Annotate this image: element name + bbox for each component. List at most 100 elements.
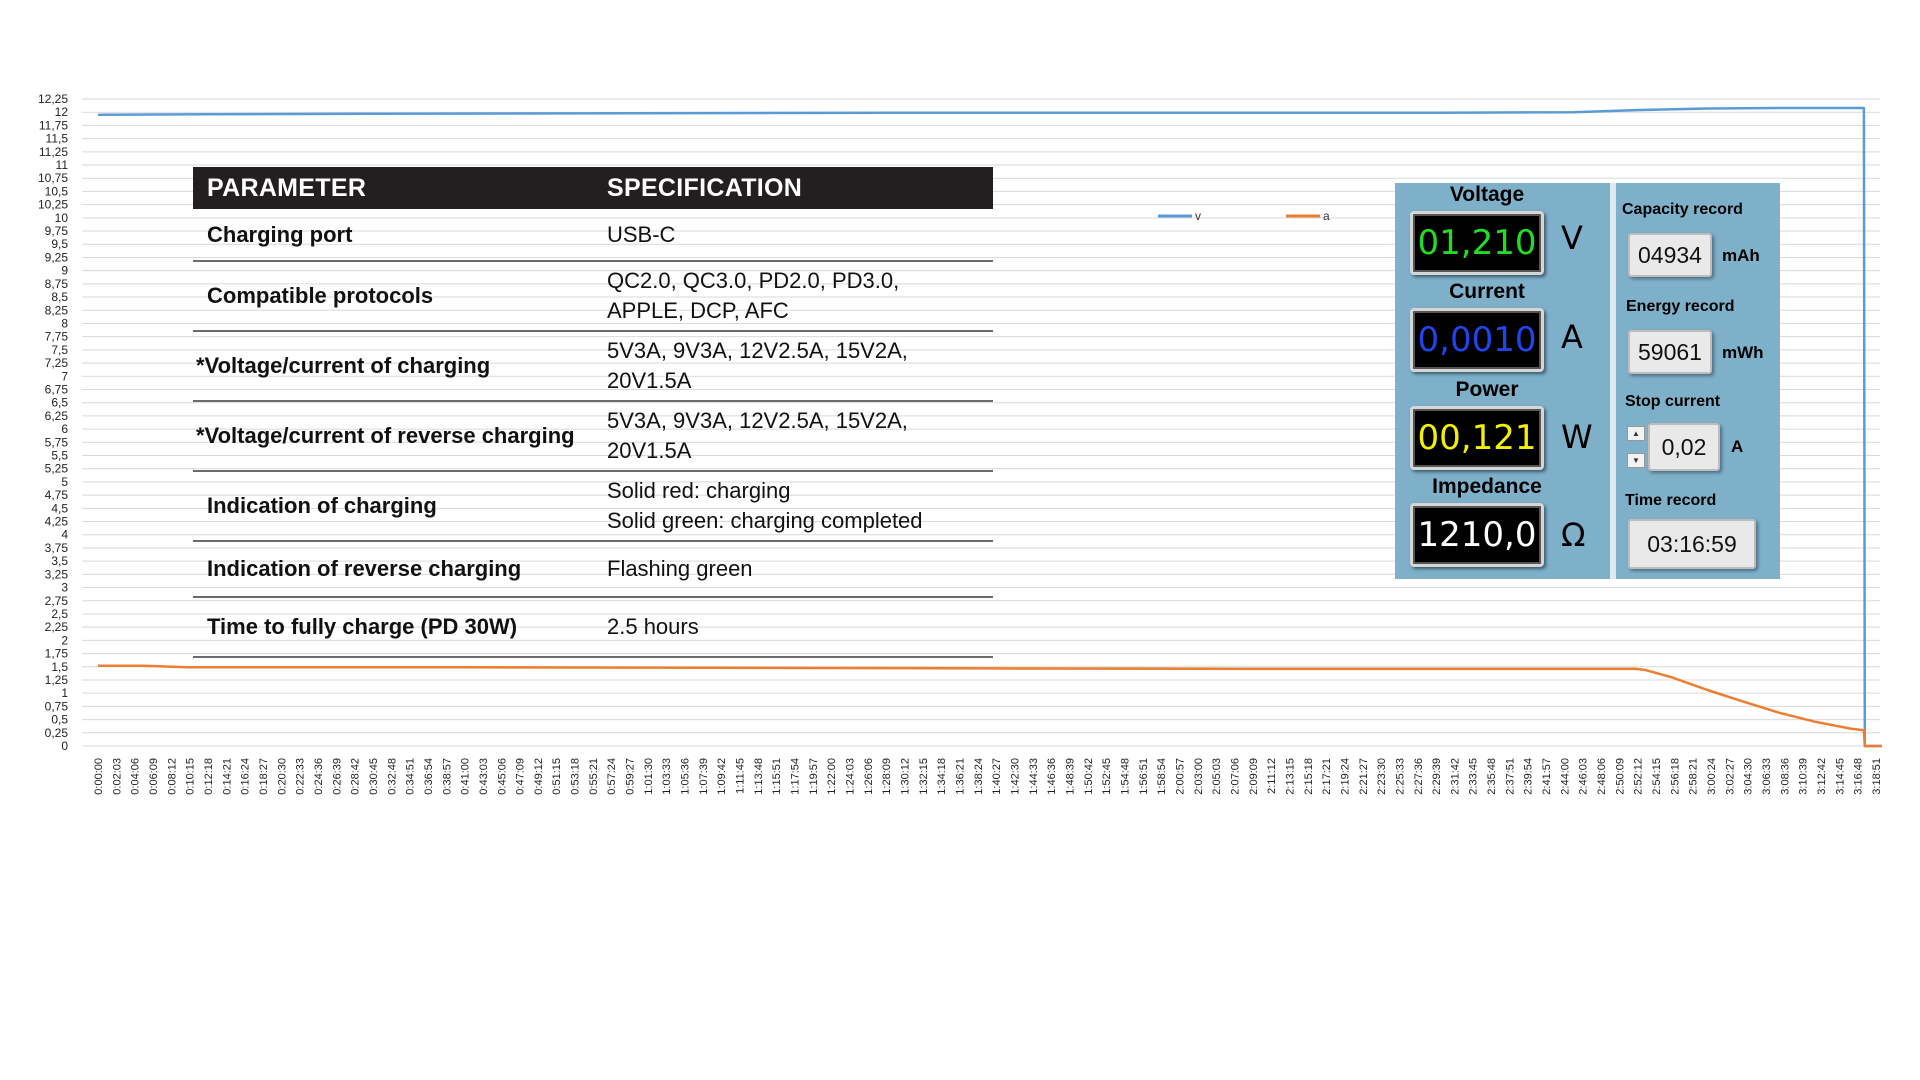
- x-tick-label: 0:47:09: [515, 758, 527, 795]
- x-tick-label: 1:36:21: [955, 758, 967, 795]
- y-tick-label: 6,5: [51, 396, 68, 410]
- x-tick-label: 2:05:03: [1211, 758, 1223, 795]
- current-unit: A: [1561, 318, 1583, 356]
- x-tick-label: 1:54:48: [1119, 758, 1131, 795]
- spin-down-icon[interactable]: ▼: [1627, 453, 1645, 468]
- y-tick-label: 2,75: [45, 594, 69, 608]
- x-tick-label: 1:44:33: [1028, 758, 1040, 795]
- spec-cell: USB-C: [593, 209, 993, 262]
- panel-divider: [1610, 183, 1616, 579]
- x-tick-label: 3:02:27: [1724, 758, 1736, 795]
- x-tick-label: 0:36:54: [423, 758, 435, 795]
- y-tick-label: 10,75: [38, 171, 68, 185]
- y-tick-label: 8,75: [45, 277, 69, 291]
- x-tick-label: 1:03:33: [661, 758, 673, 795]
- impedance-display: 1210,0: [1410, 503, 1544, 567]
- x-tick-label: 1:22:00: [826, 758, 838, 795]
- x-tick-label: 0:00:00: [93, 758, 105, 795]
- x-tick-label: 2:33:45: [1468, 758, 1480, 795]
- spec-cell: QC2.0, QC3.0, PD2.0, PD3.0,APPLE, DCP, A…: [593, 261, 993, 332]
- spec-line: QC2.0, QC3.0, PD2.0, PD3.0,: [607, 268, 900, 293]
- x-tick-label: 2:31:42: [1449, 758, 1461, 795]
- x-tick-label: 1:40:27: [991, 758, 1003, 795]
- x-tick-label: 1:34:18: [936, 758, 948, 795]
- x-tick-label: 3:12:42: [1816, 758, 1828, 795]
- x-tick-label: 0:55:21: [588, 758, 600, 795]
- header-parameter: PARAMETER: [193, 167, 593, 209]
- x-tick-label: 3:16:48: [1853, 758, 1865, 795]
- x-tick-label: 1:07:39: [698, 758, 710, 795]
- x-tick-label: 2:07:06: [1229, 758, 1241, 795]
- x-tick-label: 1:11:45: [735, 758, 747, 794]
- energy-record-label: Energy record: [1626, 298, 1735, 315]
- spec-line: USB-C: [607, 221, 676, 247]
- x-tick-label: 1:05:36: [680, 758, 692, 795]
- table-row: *Voltage/current of charging 5V3A, 9V3A,…: [193, 331, 993, 402]
- power-label: Power: [1455, 378, 1519, 401]
- x-tick-label: 2:52:12: [1633, 758, 1645, 795]
- impedance-label: Impedance: [1432, 475, 1542, 498]
- x-tick-label: 0:59:27: [625, 758, 637, 795]
- x-tick-label: 0:28:42: [350, 758, 362, 795]
- y-tick-label: 10,5: [45, 184, 69, 198]
- current-label: Current: [1449, 280, 1525, 303]
- energy-record-unit: mWh: [1722, 343, 1764, 362]
- x-tick-label: 0:53:18: [570, 758, 582, 795]
- y-tick-label: 0: [61, 739, 68, 753]
- x-tick-label: 2:17:21: [1321, 758, 1333, 795]
- x-tick-label: 0:30:45: [368, 758, 380, 795]
- x-tick-label: 0:51:15: [551, 758, 563, 795]
- y-tick-label: 4: [61, 528, 68, 542]
- stop-current-input[interactable]: 0,02: [1648, 423, 1720, 471]
- x-tick-label: 1:32:15: [918, 758, 930, 795]
- x-tick-label: 2:44:00: [1559, 758, 1571, 795]
- y-tick-label: 12,25: [38, 92, 68, 106]
- x-tick-label: 2:35:48: [1486, 758, 1498, 795]
- x-tick-label: 2:19:24: [1339, 758, 1351, 795]
- energy-record-value: 59061: [1628, 330, 1712, 374]
- impedance-unit: Ω: [1561, 516, 1586, 554]
- time-record-value: 03:16:59: [1628, 519, 1756, 569]
- x-tick-label: 0:32:48: [386, 758, 398, 795]
- y-tick-label: 4,75: [45, 488, 69, 502]
- x-tick-label: 1:58:54: [1156, 758, 1168, 795]
- y-tick-label: 11,5: [46, 132, 69, 146]
- y-tick-label: 9,75: [45, 224, 69, 238]
- table-row: Charging port USB-C: [193, 209, 993, 262]
- spec-cell: Flashing green: [593, 541, 993, 598]
- y-tick-label: 3,75: [45, 541, 69, 555]
- x-tick-label: 0:38:57: [441, 758, 453, 795]
- x-tick-label: 2:29:39: [1431, 758, 1443, 795]
- table-row: Indication of reverse charging Flashing …: [193, 541, 993, 598]
- header-specification: SPECIFICATION: [593, 167, 993, 209]
- y-tick-label: 1,75: [45, 647, 69, 661]
- legend-label: v: [1195, 209, 1201, 223]
- x-tick-label: 0:04:06: [130, 758, 142, 795]
- x-tick-label: 2:50:09: [1614, 758, 1626, 795]
- y-tick-label: 11,75: [39, 118, 68, 132]
- y-tick-label: 9: [61, 264, 68, 278]
- y-tick-label: 0,25: [45, 726, 69, 740]
- series-line-a: [98, 664, 1882, 748]
- y-tick-label: 0,5: [51, 713, 68, 727]
- spec-table: PARAMETER SPECIFICATION Charging port US…: [193, 167, 993, 658]
- voltage-label: Voltage: [1449, 183, 1525, 206]
- x-tick-label: 3:10:39: [1798, 758, 1810, 795]
- y-tick-label: 4,25: [45, 515, 69, 529]
- x-tick-label: 2:03:00: [1193, 758, 1205, 795]
- x-tick-label: 2:11:12: [1266, 758, 1278, 794]
- legend-label: a: [1323, 209, 1330, 223]
- x-tick-label: 0:45:06: [496, 758, 508, 795]
- x-tick-label: 0:06:09: [148, 758, 160, 795]
- y-tick-label: 5,75: [45, 435, 69, 449]
- spec-line: Solid green: charging completed: [607, 508, 923, 533]
- spin-up-icon[interactable]: ▲: [1627, 426, 1645, 441]
- y-tick-label: 4,5: [51, 501, 68, 515]
- x-tick-label: 1:01:30: [643, 758, 655, 795]
- x-tick-label: 2:21:27: [1358, 758, 1370, 795]
- param-cell: Indication of reverse charging: [193, 541, 593, 598]
- x-tick-label: 2:37:51: [1504, 758, 1516, 795]
- x-tick-label: 0:49:12: [533, 758, 545, 795]
- y-tick-label: 5: [61, 475, 68, 489]
